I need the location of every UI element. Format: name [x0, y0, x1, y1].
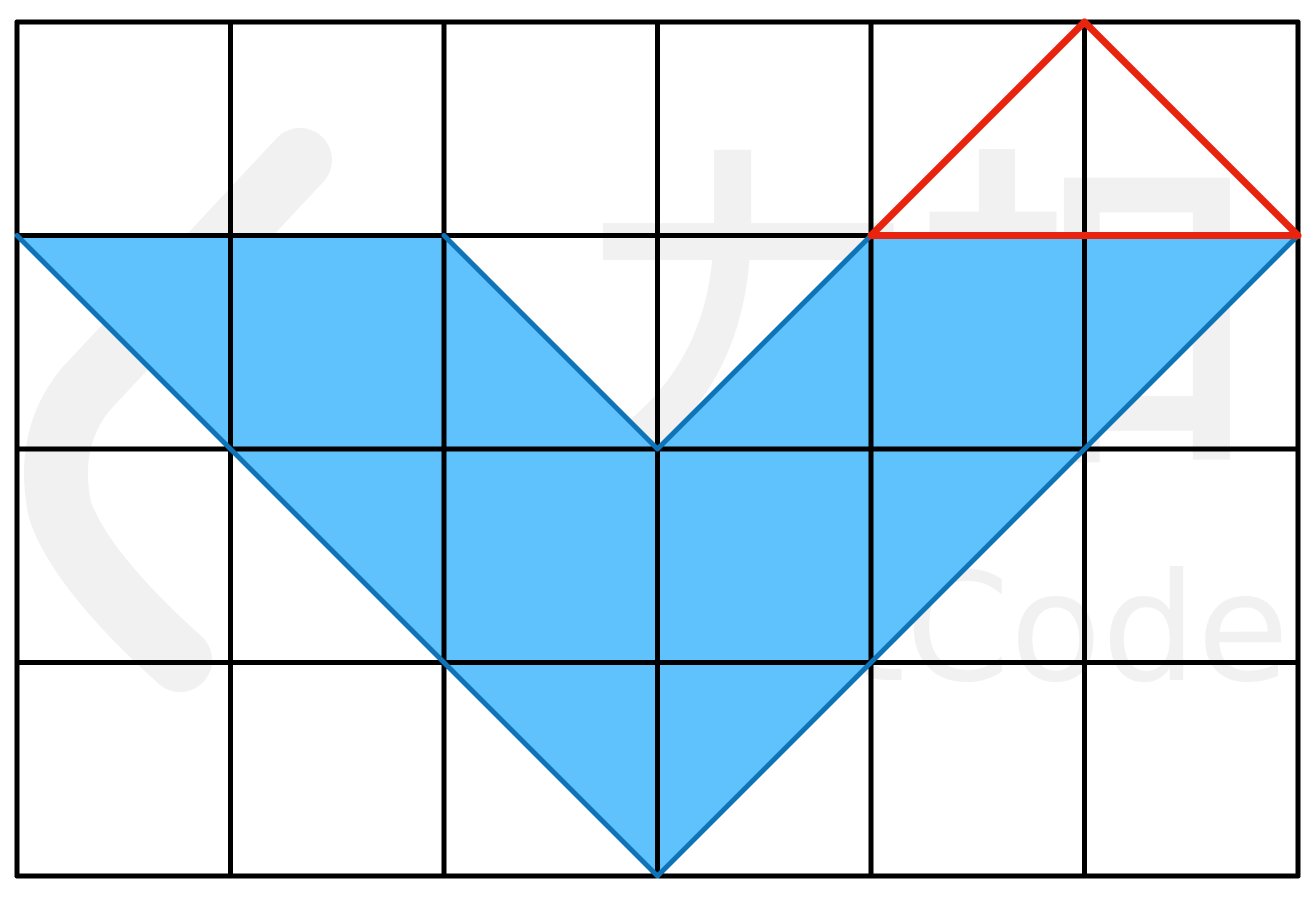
blue-line-2	[441, 233, 660, 452]
blue-line-3	[655, 233, 874, 452]
blue-boundary-lines	[14, 233, 1301, 879]
red-line-0	[867, 18, 1088, 239]
red-line-1	[1081, 18, 1302, 239]
watermark-logo-mark	[23, 128, 332, 692]
blue-line-0	[14, 233, 660, 879]
red-triangle	[867, 18, 1302, 239]
blue-line-1	[655, 233, 1301, 879]
